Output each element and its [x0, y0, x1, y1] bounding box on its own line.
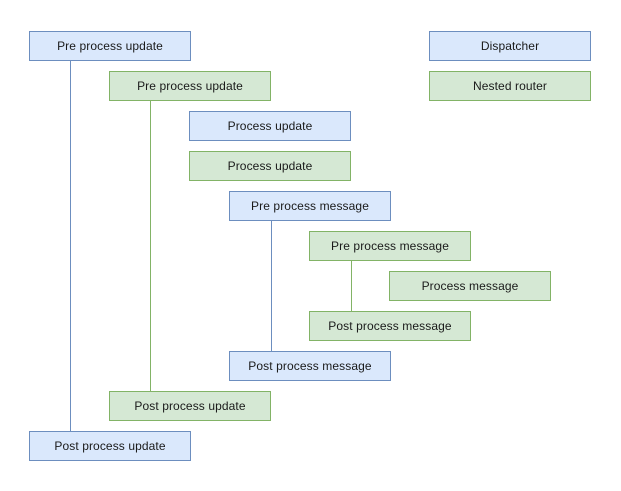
- node-label: Post process message: [328, 318, 452, 333]
- node-process-message-router[interactable]: Process message: [389, 271, 551, 301]
- legend-item-dispatcher[interactable]: Dispatcher: [429, 31, 591, 61]
- node-label: Pre process update: [137, 78, 243, 93]
- legend-label: Dispatcher: [480, 38, 540, 53]
- node-post-process-message-router[interactable]: Post process message: [309, 311, 471, 341]
- node-label: Pre process message: [251, 198, 369, 213]
- edge-pre-to-post-process-update-router: [150, 101, 151, 391]
- legend-item-nested-router[interactable]: Nested router: [429, 71, 591, 101]
- node-pre-process-message-router[interactable]: Pre process message: [309, 231, 471, 261]
- node-label: Pre process update: [57, 38, 163, 53]
- node-pre-process-update-router[interactable]: Pre process update: [109, 71, 271, 101]
- node-label: Pre process message: [331, 238, 449, 253]
- node-pre-process-message-dispatcher[interactable]: Pre process message: [229, 191, 391, 221]
- node-process-update-router[interactable]: Process update: [189, 151, 351, 181]
- node-post-process-update-router[interactable]: Post process update: [109, 391, 271, 421]
- node-label: Post process message: [248, 358, 372, 373]
- node-label: Process message: [421, 278, 519, 293]
- node-process-update-dispatcher[interactable]: Process update: [189, 111, 351, 141]
- node-label: Post process update: [54, 438, 166, 453]
- node-label: Process update: [227, 118, 313, 133]
- edge-pre-to-post-process-message-router: [351, 261, 352, 311]
- edge-pre-to-post-process-update: [70, 61, 71, 431]
- edge-pre-to-post-process-message: [271, 221, 272, 351]
- node-label: Process update: [227, 158, 313, 173]
- node-post-process-message-dispatcher[interactable]: Post process message: [229, 351, 391, 381]
- legend-label: Nested router: [472, 78, 547, 93]
- node-pre-process-update-dispatcher[interactable]: Pre process update: [29, 31, 191, 61]
- node-label: Post process update: [134, 398, 246, 413]
- node-post-process-update-dispatcher[interactable]: Post process update: [29, 431, 191, 461]
